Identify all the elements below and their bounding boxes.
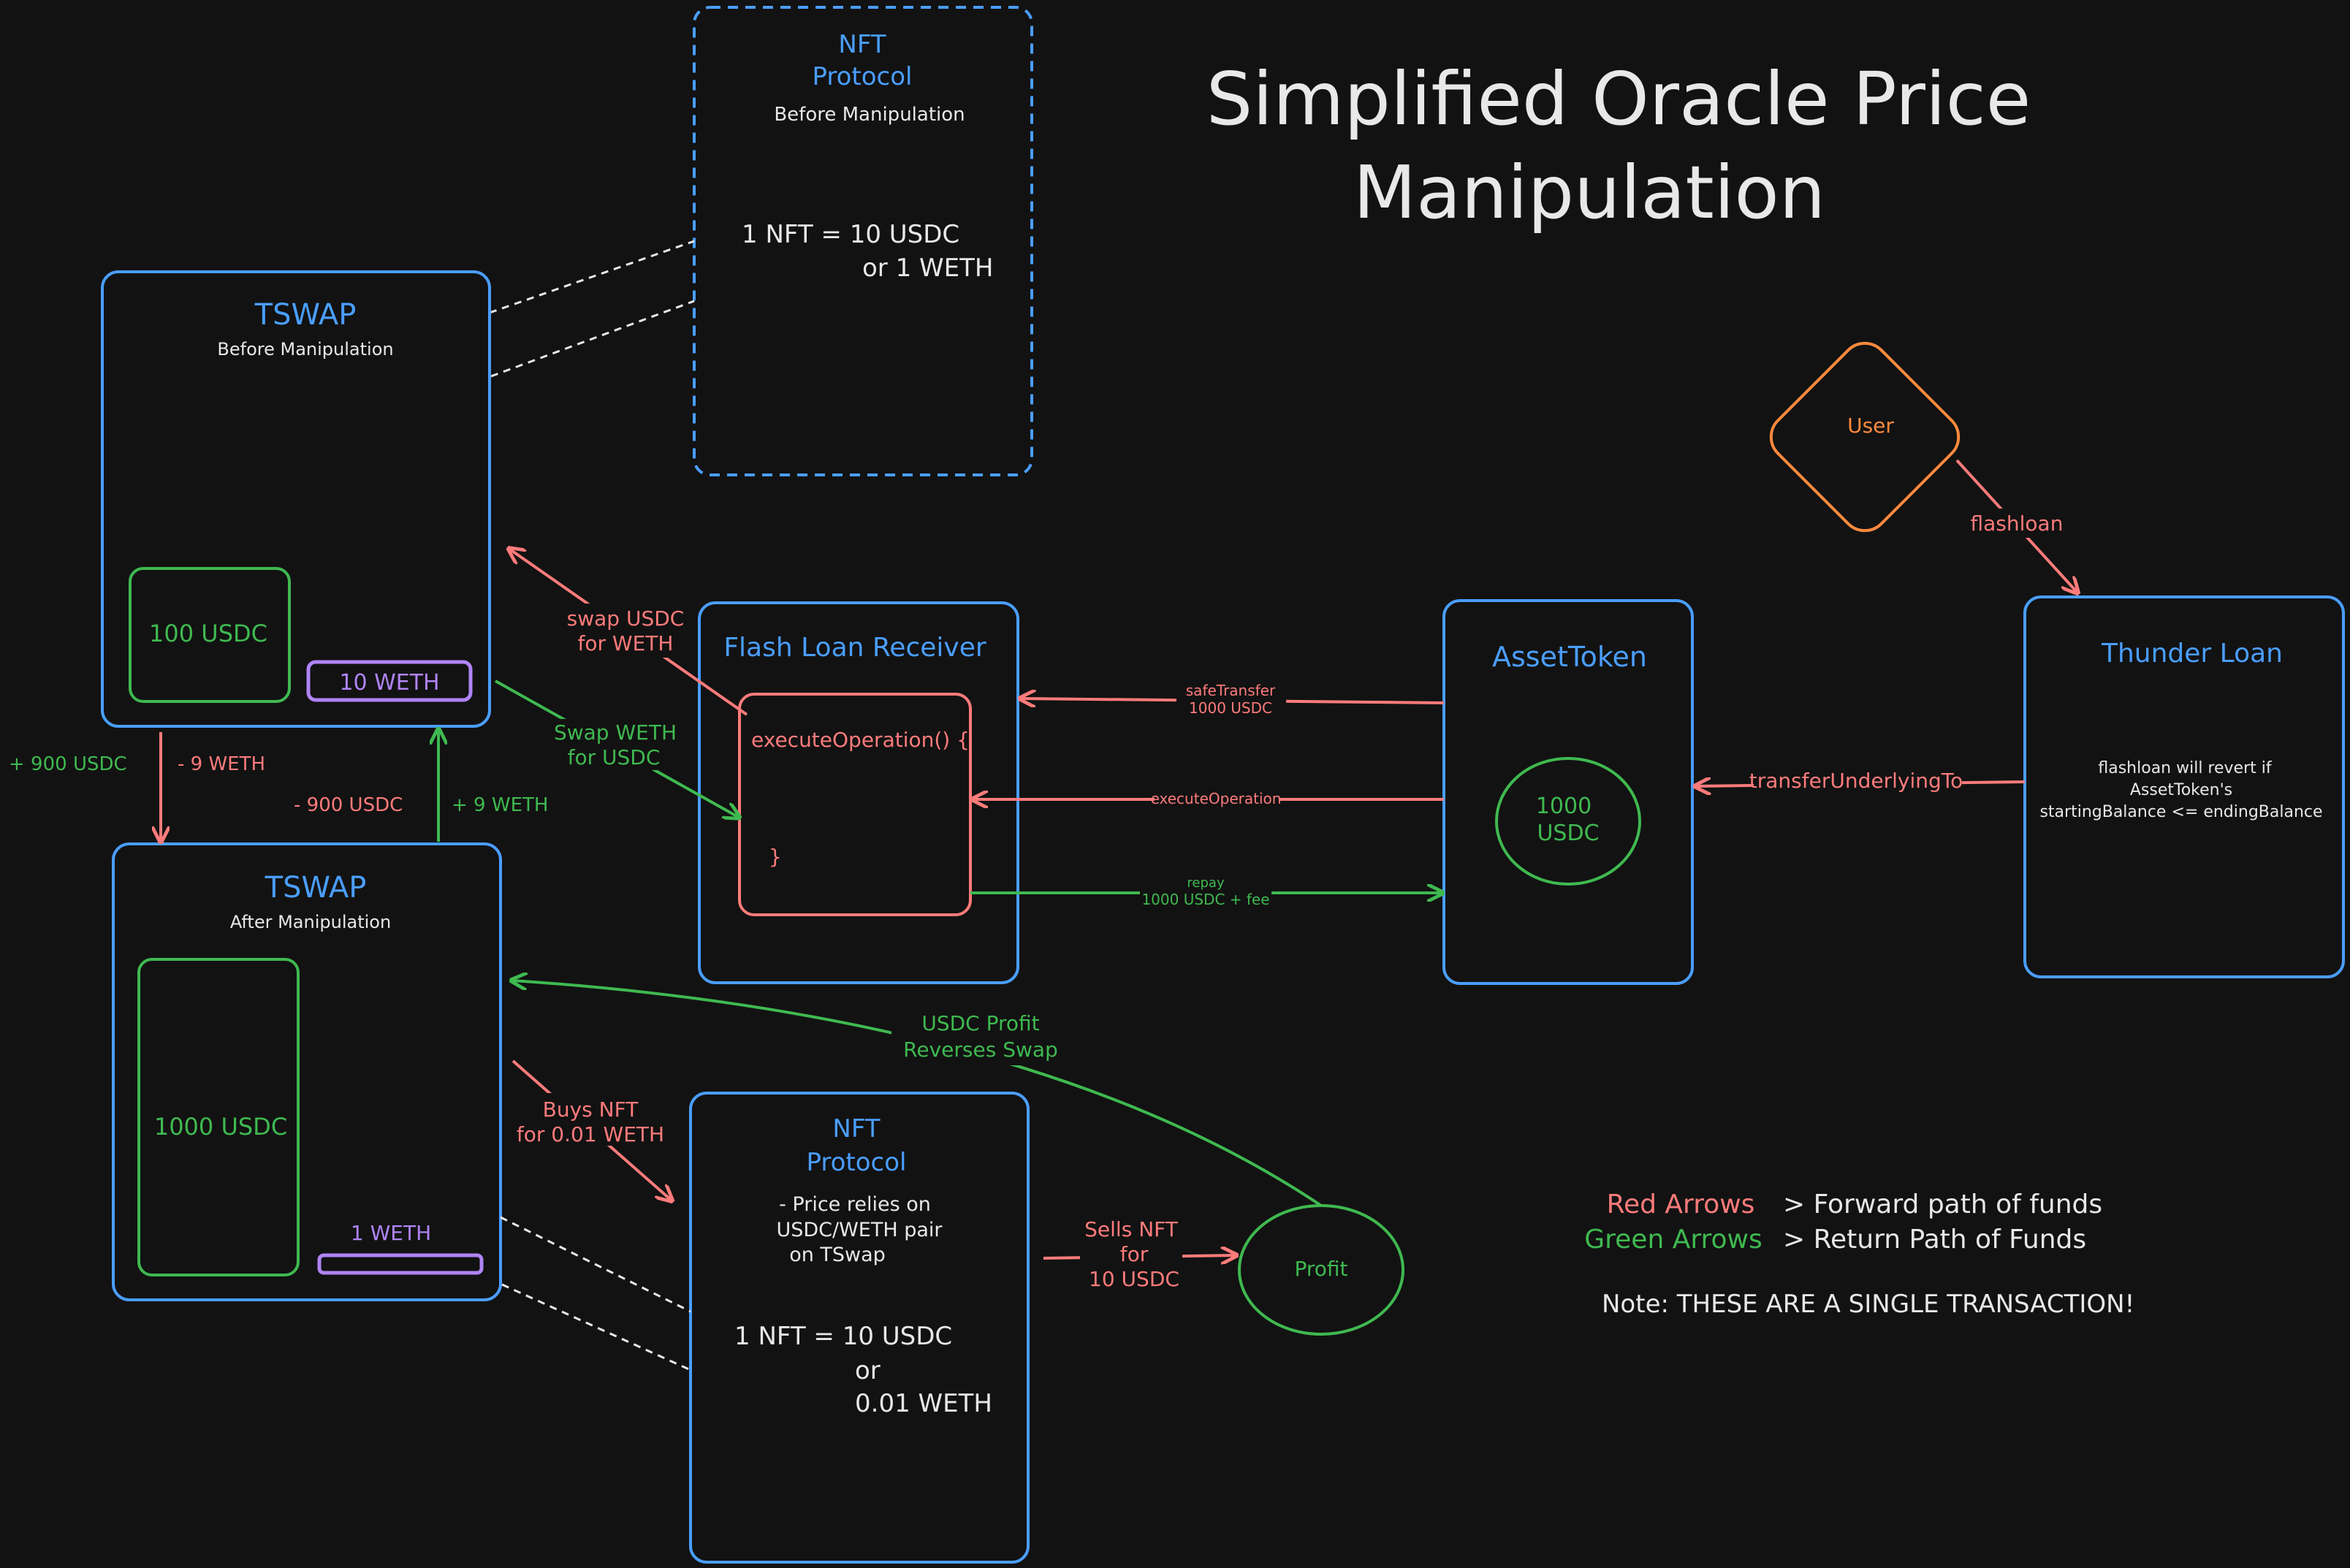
nft-after-price-1: 1 NFT = 10 USDC xyxy=(734,1322,952,1351)
diagram-title-line2: Manipulation xyxy=(1353,150,1825,235)
arrow-swap-weth-label-2: for USDC xyxy=(568,745,661,769)
arrow-sells-nft-label-2: for xyxy=(1120,1242,1149,1266)
thunder-loan-note-3: startingBalance <= endingBalance xyxy=(2039,803,2322,821)
flashloan-label-bg xyxy=(1966,509,2061,538)
nft-after-title-2: Protocol xyxy=(806,1148,906,1177)
arrow-repay-label-2: 1000 USDC + fee xyxy=(1141,891,1269,908)
user-label: User xyxy=(1847,414,1894,438)
legend: Red Arrows > Forward path of funds Green… xyxy=(1584,1190,2134,1319)
nft-after-desc-3: on TSwap xyxy=(789,1244,886,1266)
arrow-transfer-underlying-label: transferUnderlyingTo xyxy=(1749,769,1963,793)
tswap-before-usdc-label: 100 USDC xyxy=(149,620,267,647)
repay-label-bg xyxy=(1140,874,1271,912)
label-minus-900-usdc: - 900 USDC xyxy=(294,794,403,816)
nft-before-price-1: 1 NFT = 10 USDC xyxy=(742,220,959,249)
arrow-sells-nft-label-3: 10 USDC xyxy=(1089,1267,1179,1291)
arrow-buys-nft-label-1: Buys NFT xyxy=(543,1097,639,1122)
legend-red-label: Red Arrows xyxy=(1607,1190,1755,1219)
thunder-loan-title: Thunder Loan xyxy=(2101,639,2283,669)
user-node: User xyxy=(1769,341,1961,533)
tswap-before-box: TSWAP Before Manipulation 100 USDC 10 WE… xyxy=(101,270,491,728)
tswap-after-weth-pool xyxy=(317,1253,484,1275)
arrow-safe-transfer-label-1: safeTransfer xyxy=(1186,682,1276,699)
label-plus-9-weth: + 9 WETH xyxy=(452,794,548,816)
nft-protocol-before-box: NFT Protocol Before Manipulation 1 NFT =… xyxy=(693,6,1033,476)
usdc-profit-label-bg xyxy=(891,1007,1074,1065)
nft-before-title-1: NFT xyxy=(838,30,886,59)
execute-op-label-bg xyxy=(1155,789,1279,810)
thunder-loan-box: Thunder Loan flashloan will revert if As… xyxy=(2023,595,2345,978)
asset-token-amount-1: 1000 xyxy=(1536,793,1592,819)
legend-green-label: Green Arrows xyxy=(1584,1225,1762,1255)
buys-nft-label-bg xyxy=(512,1093,668,1146)
diagram-title-line1: Simplified Oracle Price xyxy=(1206,56,2031,142)
tswap-after-weth-label: 1 WETH xyxy=(351,1221,431,1245)
nft-before-price-2: or 1 WETH xyxy=(862,254,993,283)
dashed-connector-top xyxy=(489,240,695,314)
flash-loan-receiver-box: Flash Loan Receiver executeOperation() {… xyxy=(698,601,1019,984)
arrow-safe-transfer-label-2: 1000 USDC xyxy=(1189,699,1272,717)
legend-green-desc: > Return Path of Funds xyxy=(1783,1225,2086,1255)
swap-usdc-label-bg xyxy=(561,604,685,658)
safe-transfer-label-bg xyxy=(1176,680,1286,718)
asset-token-amount-2: USDC xyxy=(1537,821,1599,846)
flash-receiver-title: Flash Loan Receiver xyxy=(723,633,986,663)
swap-weth-label-bg xyxy=(550,719,681,770)
tswap-after-box: TSWAP After Manipulation 1000 USDC 1 WET… xyxy=(112,842,502,1301)
profit-label: Profit xyxy=(1294,1257,1347,1281)
label-plus-900-usdc: + 900 USDC xyxy=(9,753,127,775)
execute-operation-close: } xyxy=(769,845,782,869)
tswap-before-title: TSWAP xyxy=(254,298,357,332)
arrow-flashloan-label: flashloan xyxy=(1971,511,2064,536)
tswap-before-weth-label: 10 WETH xyxy=(339,670,439,696)
arrow-buys-nft-label-2: for 0.01 WETH xyxy=(517,1122,664,1146)
legend-note: Note: THESE ARE A SINGLE TRANSACTION! xyxy=(1602,1290,2134,1319)
nft-after-price-3: 0.01 WETH xyxy=(855,1389,992,1418)
tswap-after-title: TSWAP xyxy=(265,871,367,905)
nft-after-price-2: or xyxy=(855,1356,881,1385)
arrow-swap-usdc-label-2: for WETH xyxy=(578,631,674,655)
label-minus-9-weth: - 9 WETH xyxy=(178,753,265,775)
arrow-repay-label-1: repay xyxy=(1187,875,1225,891)
tswap-before-usdc-pool xyxy=(129,567,291,703)
nft-before-subtitle: Before Manipulation xyxy=(774,104,965,126)
tswap-after-usdc-label: 1000 USDC xyxy=(154,1113,287,1141)
nft-before-title-2: Protocol xyxy=(812,62,912,91)
dashed-connector-bottom xyxy=(490,300,695,378)
nft-after-title-1: NFT xyxy=(832,1114,880,1143)
dashed-connector-after-bottom xyxy=(501,1283,691,1371)
thunder-loan-note-1: flashloan will revert if xyxy=(2098,759,2272,777)
sells-nft-label-bg xyxy=(1080,1217,1182,1298)
nft-after-desc-2: USDC/WETH pair xyxy=(776,1219,943,1241)
arrow-swap-usdc-label-1: swap USDC xyxy=(567,606,685,631)
arrow-swap-weth-label-1: Swap WETH xyxy=(554,720,677,745)
legend-red-desc: > Forward path of funds xyxy=(1783,1190,2102,1219)
profit-node: Profit xyxy=(1238,1204,1404,1336)
arrow-usdc-profit-label-1: USDC Profit xyxy=(921,1011,1039,1035)
asset-token-title: AssetToken xyxy=(1492,641,1647,673)
nft-after-desc-1: - Price relies on xyxy=(779,1193,931,1216)
execute-operation-open: executeOperation() { xyxy=(751,728,970,752)
tswap-after-usdc-pool xyxy=(137,958,300,1276)
tswap-before-weth-pool xyxy=(306,660,473,702)
asset-token-box: AssetToken 1000 USDC xyxy=(1442,599,1694,985)
dashed-connector-after-top xyxy=(500,1216,691,1313)
tswap-after-subtitle: After Manipulation xyxy=(230,912,391,932)
asset-token-balance-circle xyxy=(1495,757,1641,886)
tswap-before-subtitle: Before Manipulation xyxy=(217,339,393,359)
nft-protocol-after-box: NFT Protocol - Price relies on USDC/WETH… xyxy=(689,1092,1030,1564)
transfer-label-bg xyxy=(1754,767,1962,793)
arrow-sells-nft-label-1: Sells NFT xyxy=(1084,1217,1179,1241)
arrow-usdc-profit-label-2: Reverses Swap xyxy=(903,1038,1058,1062)
arrow-execute-operation-label: executeOperation xyxy=(1151,790,1282,807)
thunder-loan-note-2: AssetToken's xyxy=(2130,781,2232,799)
